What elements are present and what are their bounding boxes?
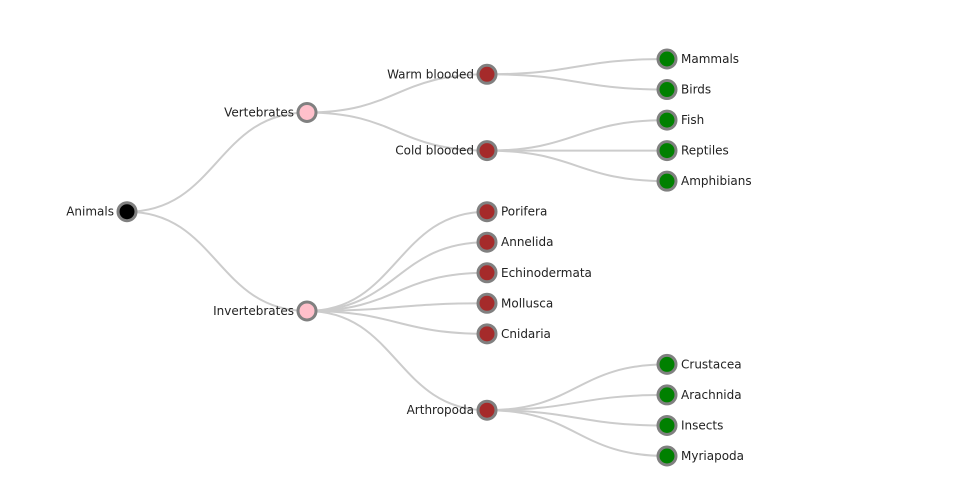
node-warm-blooded[interactable]: Warm blooded	[387, 63, 498, 85]
node-arachnida[interactable]: Arachnida	[656, 384, 742, 406]
node-reptiles[interactable]: Reptiles	[656, 140, 729, 162]
node-label-reptiles: Reptiles	[681, 144, 729, 158]
node-label-insects: Insects	[681, 418, 723, 432]
link-arthropoda-to-myriapoda	[486, 409, 668, 457]
node-label-porifera: Porifera	[501, 205, 547, 219]
node-crustacea[interactable]: Crustacea	[656, 353, 742, 375]
node-circle-echinodermata[interactable]	[476, 262, 498, 284]
link-invertebrates-to-echinodermata	[306, 271, 488, 312]
link-vertebrates-to-cold-blooded	[306, 111, 488, 152]
node-label-myriapoda: Myriapoda	[681, 449, 744, 463]
node-label-birds: Birds	[681, 83, 711, 97]
node-myriapoda[interactable]: Myriapoda	[656, 445, 744, 467]
node-arthropoda[interactable]: Arthropoda	[407, 399, 498, 421]
node-label-cold-blooded: Cold blooded	[395, 144, 474, 158]
link-invertebrates-to-porifera	[306, 210, 488, 312]
node-annelida[interactable]: Annelida	[476, 231, 553, 253]
node-label-annelida: Annelida	[501, 235, 553, 249]
node-label-arachnida: Arachnida	[681, 388, 742, 402]
node-circle-mammals[interactable]	[656, 48, 678, 70]
link-invertebrates-to-mollusca	[306, 302, 488, 312]
link-warm-blooded-to-birds	[486, 73, 668, 91]
node-invertebrates[interactable]: Invertebrates	[213, 300, 318, 322]
node-label-invertebrates: Invertebrates	[213, 304, 294, 318]
node-mollusca[interactable]: Mollusca	[476, 292, 553, 314]
link-cold-blooded-to-amphibians	[486, 149, 668, 183]
node-circle-cold-blooded[interactable]	[476, 140, 498, 162]
link-invertebrates-to-cnidaria	[306, 309, 488, 335]
node-label-crustacea: Crustacea	[681, 357, 742, 371]
node-label-fish: Fish	[681, 113, 704, 127]
node-circle-amphibians[interactable]	[656, 170, 678, 192]
node-birds[interactable]: Birds	[656, 79, 711, 101]
link-invertebrates-to-annelida	[306, 241, 488, 312]
node-label-animals: Animals	[66, 205, 114, 219]
node-fish[interactable]: Fish	[656, 109, 704, 131]
node-circle-mollusca[interactable]	[476, 292, 498, 314]
node-circle-reptiles[interactable]	[656, 140, 678, 162]
node-circle-vertebrates[interactable]	[296, 101, 318, 123]
node-circle-arthropoda[interactable]	[476, 399, 498, 421]
node-circle-fish[interactable]	[656, 109, 678, 131]
link-invertebrates-to-arthropoda	[306, 309, 488, 412]
node-label-warm-blooded: Warm blooded	[387, 67, 474, 81]
node-circle-birds[interactable]	[656, 79, 678, 101]
node-label-mammals: Mammals	[681, 52, 739, 66]
node-label-amphibians: Amphibians	[681, 174, 752, 188]
node-echinodermata[interactable]: Echinodermata	[476, 262, 592, 284]
node-circle-warm-blooded[interactable]	[476, 63, 498, 85]
node-circle-annelida[interactable]	[476, 231, 498, 253]
node-porifera[interactable]: Porifera	[476, 201, 547, 223]
node-cold-blooded[interactable]: Cold blooded	[395, 140, 498, 162]
node-circle-crustacea[interactable]	[656, 353, 678, 375]
node-label-cnidaria: Cnidaria	[501, 327, 551, 341]
node-mammals[interactable]: Mammals	[656, 48, 739, 70]
node-animals[interactable]: Animals	[66, 201, 138, 223]
node-circle-arachnida[interactable]	[656, 384, 678, 406]
node-amphibians[interactable]: Amphibians	[656, 170, 752, 192]
node-label-echinodermata: Echinodermata	[501, 266, 592, 280]
tree-links	[126, 58, 668, 457]
node-label-arthropoda: Arthropoda	[407, 403, 474, 417]
link-warm-blooded-to-mammals	[486, 58, 668, 76]
link-animals-to-invertebrates	[126, 210, 308, 312]
node-circle-myriapoda[interactable]	[656, 445, 678, 467]
node-cnidaria[interactable]: Cnidaria	[476, 323, 551, 345]
node-circle-animals[interactable]	[116, 201, 138, 223]
node-vertebrates[interactable]: Vertebrates	[224, 101, 318, 123]
link-vertebrates-to-warm-blooded	[306, 73, 488, 114]
node-circle-porifera[interactable]	[476, 201, 498, 223]
node-circle-invertebrates[interactable]	[296, 300, 318, 322]
node-insects[interactable]: Insects	[656, 414, 723, 436]
node-circle-cnidaria[interactable]	[476, 323, 498, 345]
node-label-vertebrates: Vertebrates	[224, 105, 294, 119]
link-arthropoda-to-arachnida	[486, 393, 668, 412]
link-cold-blooded-to-fish	[486, 119, 668, 152]
node-label-mollusca: Mollusca	[501, 296, 553, 310]
link-arthropoda-to-insects	[486, 409, 668, 427]
node-circle-insects[interactable]	[656, 414, 678, 436]
link-animals-to-vertebrates	[126, 111, 308, 213]
link-arthropoda-to-crustacea	[486, 363, 668, 412]
